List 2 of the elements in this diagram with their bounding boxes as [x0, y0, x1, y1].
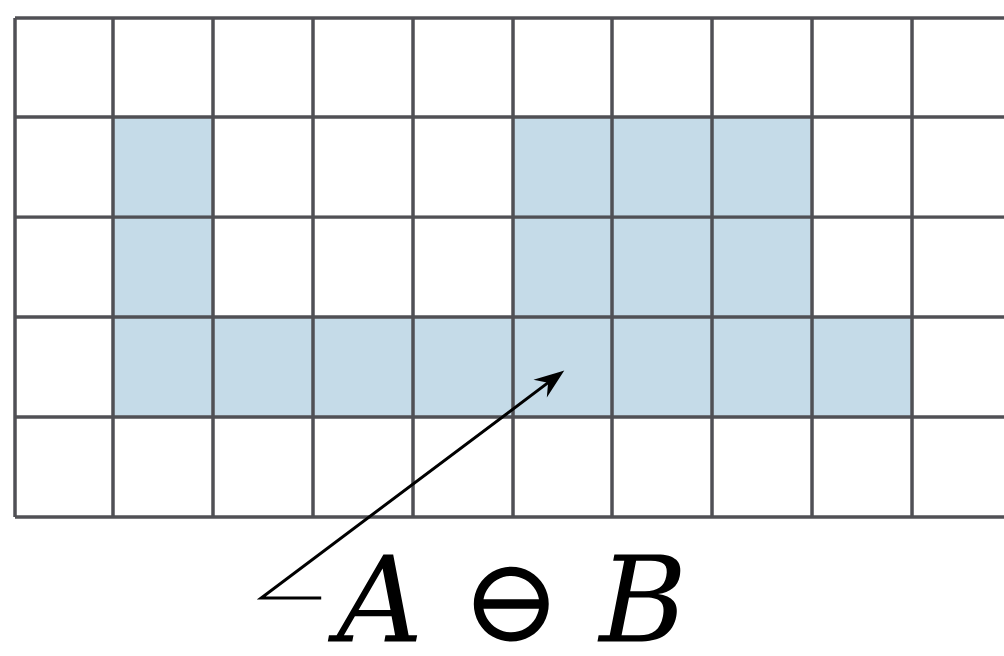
shaded-region	[113, 117, 912, 417]
label-text: A ⊖ B	[327, 554, 681, 642]
